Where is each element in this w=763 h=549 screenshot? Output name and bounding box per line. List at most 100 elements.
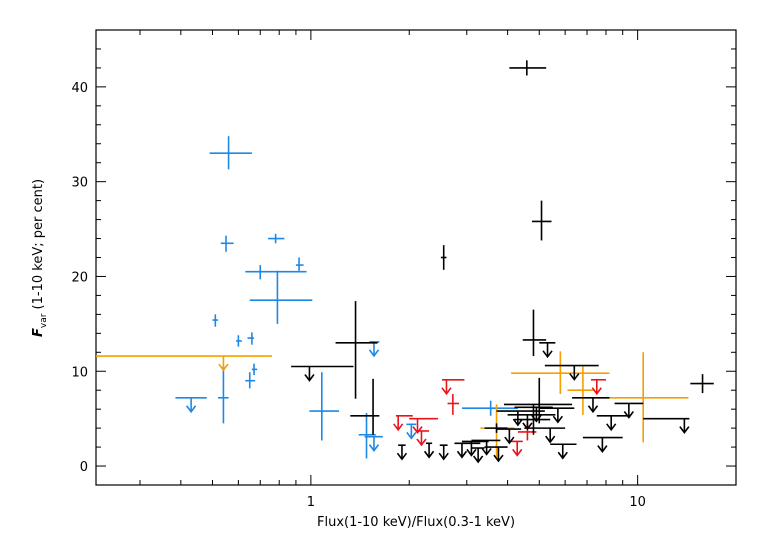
y-tick-label: 10: [71, 365, 88, 380]
black-upper-limit: [291, 365, 354, 382]
upper-limit-arrow: [218, 363, 229, 372]
blue-upper-limit: [368, 341, 380, 358]
upper-limit-arrow: [504, 436, 515, 445]
upper-limit-arrow: [591, 387, 602, 396]
black-data-point: [440, 245, 447, 270]
x-tick-label: 1: [307, 495, 315, 510]
blue-data-point: [295, 257, 304, 271]
upper-limit-arrow: [393, 423, 404, 432]
black-data-point: [690, 374, 714, 394]
black-upper-limit: [496, 410, 545, 427]
y-tick-label: 0: [80, 460, 88, 475]
upper-limit-arrow: [587, 405, 599, 414]
y-tick-label: 20: [71, 270, 88, 285]
orange-upper-limit: [96, 355, 272, 372]
upper-limit-arrow: [597, 445, 608, 453]
black-upper-limit: [423, 442, 435, 459]
axis-ticks: 1 10 0 10 20 30 40: [71, 30, 737, 510]
blue-data-point: [218, 365, 229, 424]
black-upper-limit: [514, 406, 553, 423]
blue-data-point: [247, 332, 255, 345]
blue-data-point: [235, 335, 242, 347]
upper-limit-arrow: [438, 452, 449, 461]
blue-data-point: [245, 372, 256, 389]
y-axis-label-sub: var: [39, 313, 49, 328]
red-upper-limit: [511, 440, 523, 457]
plot-frame: [95, 29, 737, 486]
upper-limit-arrow: [679, 426, 690, 434]
black-data-point: [350, 378, 380, 435]
red-data-point: [447, 394, 459, 415]
upper-limit-arrow: [368, 349, 380, 358]
upper-limit-arrow: [545, 435, 556, 444]
black-data-point: [335, 301, 378, 399]
black-upper-limit: [582, 436, 623, 453]
blue-data-point: [220, 235, 234, 252]
black-upper-limit: [496, 428, 522, 445]
orange-data-point: [511, 351, 610, 394]
black-data-point: [484, 423, 508, 433]
black-data-point: [509, 60, 547, 76]
red-upper-limit: [393, 415, 413, 432]
upper-limit-arrow: [569, 373, 580, 381]
red-upper-limit: [441, 378, 465, 396]
red-upper-limit: [416, 430, 430, 447]
upper-limit-arrow: [406, 431, 417, 440]
blue-data-point: [268, 233, 285, 244]
blue-data-point: [245, 265, 307, 280]
black-data-point: [522, 309, 547, 357]
upper-limit-arrow: [416, 438, 427, 447]
upper-limit-arrow: [557, 451, 568, 460]
upper-limit-arrow: [456, 450, 468, 459]
blue-data-point: [212, 314, 219, 327]
x-axis-label: Flux(1-10 keV)/Flux(0.3-1 keV): [317, 515, 515, 530]
upper-limit-arrow: [512, 448, 523, 457]
black-data-point: [531, 200, 552, 241]
upper-limit-arrow: [472, 455, 484, 464]
orange-series: [96, 351, 689, 459]
black-upper-limit: [484, 446, 508, 463]
upper-limit-arrow: [606, 423, 617, 432]
blue-upper-limit: [406, 423, 417, 440]
blue-data-point: [209, 136, 252, 170]
black-upper-limit: [524, 427, 566, 444]
blue-data-point: [251, 363, 258, 376]
y-tick-label: 40: [71, 81, 88, 96]
upper-limit-arrow: [412, 426, 423, 434]
y-tick-label: 30: [71, 176, 88, 191]
y-axis-label-main: F: [31, 328, 46, 337]
x-tick-label: 10: [629, 495, 646, 510]
upper-limit-arrow: [396, 452, 408, 461]
black-upper-limit: [614, 402, 644, 419]
black-data-point: [504, 377, 573, 424]
upper-limit-arrow: [185, 405, 197, 414]
black-upper-limit: [471, 447, 485, 464]
blue-upper-limit: [364, 435, 383, 452]
black-upper-limit: [539, 342, 556, 359]
blue-data-point: [249, 270, 313, 324]
y-axis-label-rest: (1-10 keV; per cent): [31, 179, 46, 314]
upper-limit-arrow: [466, 448, 477, 457]
upper-limit-arrow: [368, 444, 380, 452]
black-series: [291, 60, 714, 464]
black-data-point: [514, 404, 551, 435]
upper-limit-arrow: [304, 374, 315, 382]
black-upper-limit: [643, 417, 690, 434]
black-upper-limit: [396, 444, 408, 461]
red-upper-limit: [591, 378, 606, 396]
blue-data-point: [309, 372, 340, 441]
upper-limit-arrow: [493, 454, 504, 463]
upper-limit-arrow: [423, 450, 435, 459]
blue-series: [175, 136, 518, 459]
black-upper-limit: [550, 443, 577, 460]
black-upper-limit: [438, 444, 449, 461]
blue-data-point: [461, 400, 518, 416]
black-upper-limit: [454, 442, 481, 459]
data-marks: [96, 60, 714, 464]
orange-data-point: [567, 366, 595, 415]
upper-limit-arrow: [481, 447, 492, 456]
y-axis-label: Fvar (1-10 keV; per cent): [31, 179, 49, 337]
black-upper-limit: [539, 407, 575, 424]
